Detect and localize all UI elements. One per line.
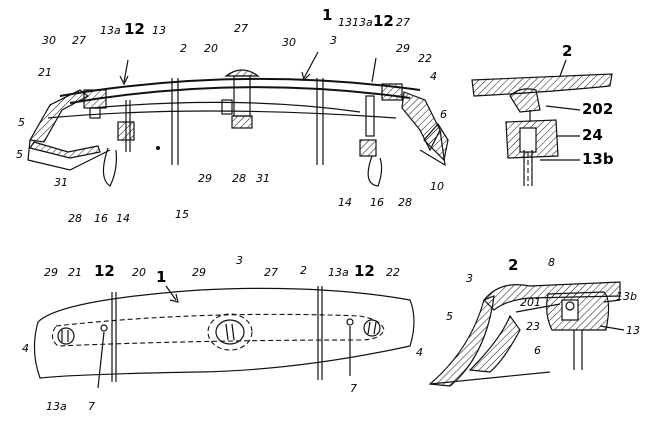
label: 13a xyxy=(100,24,121,37)
label: 22 xyxy=(418,52,432,65)
label: 12 xyxy=(124,20,145,38)
label: 4 xyxy=(22,342,29,355)
label: 6 xyxy=(440,108,447,121)
label: 27 xyxy=(234,22,248,35)
label: 2 xyxy=(508,256,518,274)
label: 2 xyxy=(180,42,187,55)
label: 13a xyxy=(352,16,373,29)
figure-bottom-right-detail xyxy=(428,281,625,387)
label: 20 xyxy=(204,42,218,55)
label: 29 xyxy=(396,42,410,55)
label: 29 xyxy=(44,266,58,279)
label: 13b xyxy=(582,150,614,168)
label: 30 xyxy=(282,36,296,49)
label: 27 xyxy=(264,266,278,279)
label: 12 xyxy=(354,262,375,280)
seat-plate xyxy=(59,77,421,97)
label: 3 xyxy=(236,254,243,267)
label: 31 xyxy=(54,176,68,189)
label: 3 xyxy=(330,34,337,47)
labels-bottom-left: 1 2 3 4 4 7 7 12 12 13a 13a 20 21 22 27 … xyxy=(22,254,423,413)
label: 13 xyxy=(626,324,640,337)
label: 22 xyxy=(386,266,400,279)
figure-top-left-section xyxy=(27,51,449,187)
label: 8 xyxy=(548,256,555,269)
label: 30 xyxy=(42,34,56,47)
label: 27 xyxy=(72,34,86,47)
label: 14 xyxy=(338,196,352,209)
label: 13 xyxy=(338,16,352,29)
labels-bottom-right: 2 3 5 6 8 13 13b 201 23 xyxy=(446,256,640,357)
label: 12 xyxy=(373,12,394,30)
label: 27 xyxy=(396,16,410,29)
label: 24 xyxy=(582,126,603,144)
label: 16 xyxy=(94,212,108,225)
label: 15 xyxy=(175,208,189,221)
label: 4 xyxy=(416,346,423,359)
label: 21 xyxy=(68,266,82,279)
label: 10 xyxy=(430,180,444,193)
label: 23 xyxy=(526,320,540,333)
label: 14 xyxy=(116,212,130,225)
label: 1 xyxy=(156,268,166,286)
label: 7 xyxy=(350,382,357,395)
labels-top-right: 2 202 24 13b xyxy=(562,42,614,168)
label: 13a xyxy=(328,266,349,279)
label: 28 xyxy=(232,172,246,185)
label: 1 xyxy=(322,6,332,24)
label: 2 xyxy=(300,264,307,277)
label: 13b xyxy=(616,290,637,303)
label: 5 xyxy=(446,310,453,323)
label: 29 xyxy=(198,172,212,185)
figure-bottom-left-plan xyxy=(33,285,415,389)
label: 201 xyxy=(520,296,541,309)
label: 5 xyxy=(16,148,23,161)
label: 16 xyxy=(370,196,384,209)
label: 5 xyxy=(18,116,25,129)
label: 21 xyxy=(38,66,52,79)
label: 12 xyxy=(94,262,115,280)
label: 13 xyxy=(152,24,166,37)
figure-top-right-detail xyxy=(471,59,613,186)
label: 28 xyxy=(68,212,82,225)
label: 31 xyxy=(256,172,270,185)
labels-top-left: 1 2 3 4 5 6 10 12 12 13 13 13a 13a 14 14… xyxy=(16,6,447,225)
label: 3 xyxy=(466,272,473,285)
label: 20 xyxy=(132,266,146,279)
label: 6 xyxy=(534,344,541,357)
label: 4 xyxy=(430,70,437,83)
label: 2 xyxy=(562,42,572,60)
label: 7 xyxy=(88,400,95,413)
label: 29 xyxy=(192,266,206,279)
label: 28 xyxy=(398,196,412,209)
label: 202 xyxy=(582,100,613,118)
label: 13a xyxy=(46,400,67,413)
